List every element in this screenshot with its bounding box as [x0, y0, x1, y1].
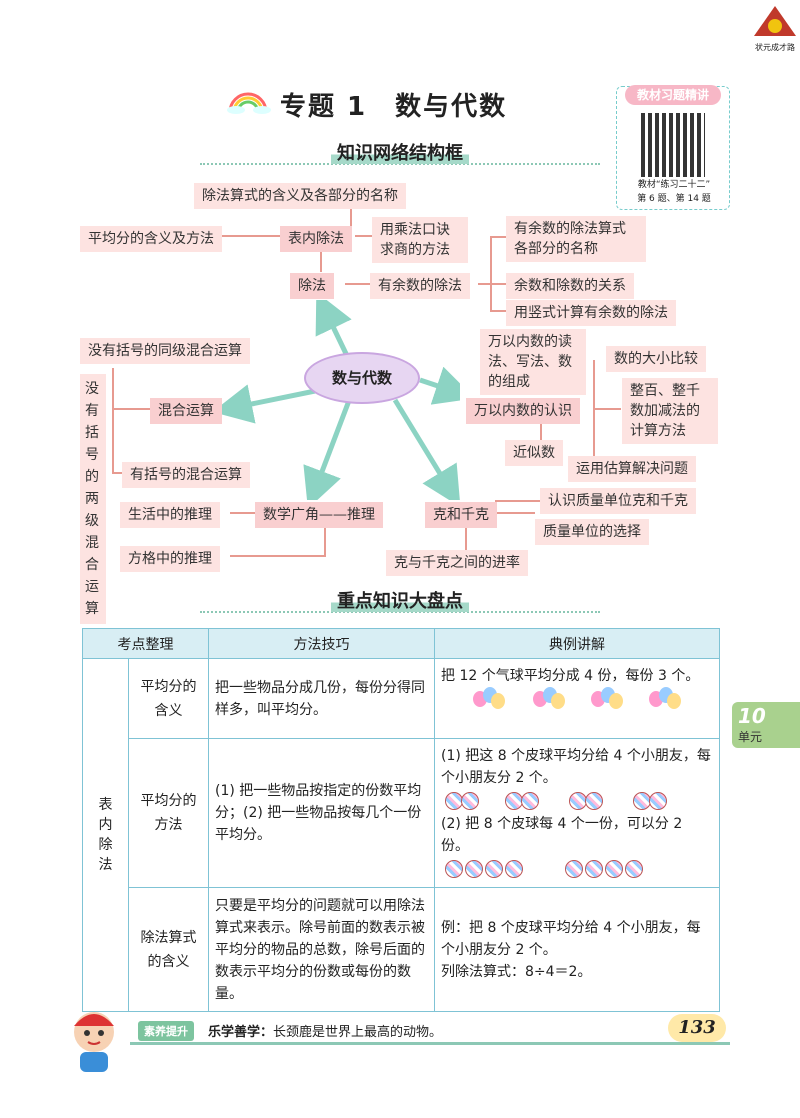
footer-badge: 素养提升: [138, 1021, 194, 1041]
logo-text: 状元成才路: [755, 43, 795, 52]
page-number: 133: [668, 1014, 726, 1042]
page-title: 专题 1 数与代数: [280, 92, 508, 122]
group-cell: 表内除法: [82, 658, 129, 1012]
col-header-topic: 考点整理: [82, 628, 209, 659]
publisher-logo: 状元成才路: [752, 4, 798, 52]
qr-code-icon[interactable]: [641, 113, 705, 177]
node-compare: 数的大小比较: [606, 346, 706, 372]
map-arrows: [220, 300, 460, 500]
row1-example-text: 把 12 个气球平均分成 4 份，每份 3 个。: [441, 668, 700, 684]
row3-topic: 除法算式的含义: [128, 887, 209, 1012]
node-mixed-brackets: 有括号的混合运算: [122, 462, 250, 488]
col-header-example: 典例讲解: [434, 628, 720, 659]
map-center: 数与代数: [304, 352, 420, 404]
row3-example: 例：把 8 个皮球平均分给 4 个小朋友，每个小朋友分 2 个。 列除法算式：8…: [434, 887, 720, 1012]
qr-title: 教材习题精讲: [625, 85, 721, 105]
node-mixed-same-level: 没有括号的同级混合运算: [80, 338, 250, 364]
section-banner-summary: 重点知识大盘点: [300, 588, 500, 616]
node-remainder-parts: 有余数的除法算式各部分的名称: [506, 216, 646, 262]
footer-rule: [130, 1042, 730, 1045]
row2-example-2: (2) 把 8 个皮球每 4 个一份，可以分 2 份。: [441, 816, 683, 854]
row3-example-2: 列除法算式：8÷4＝2。: [441, 963, 592, 980]
node-division-meaning: 除法算式的含义及各部分的名称: [194, 183, 406, 209]
node-life-reasoning: 生活中的推理: [120, 502, 220, 528]
node-grid-reasoning: 方格中的推理: [120, 546, 220, 572]
divider: [200, 163, 600, 165]
row1-method: 把一些物品分成几份，每份分得同样多，叫平均分。: [208, 658, 435, 739]
node-average-meaning: 平均分的含义及方法: [80, 226, 222, 252]
node-vertical-calc: 用竖式计算有余数的除法: [506, 300, 676, 326]
node-multiplication-rhyme: 用乘法口诀求商的方法: [372, 217, 468, 263]
node-kg-rate: 克与千克之间的进率: [386, 550, 528, 576]
row1-example: 把 12 个气球平均分成 4 份，每份 3 个。: [434, 658, 720, 739]
row3-method: 只要是平均分的问题就可以用除法算式来表示。除号前面的数表示被平均分的物品的总数，…: [208, 887, 435, 1012]
row2-example-1: (1) 把这 8 个皮球平均分给 4 个小朋友，每个小朋友分 2 个。: [441, 748, 711, 786]
footer-tip-label: 乐学善学：: [208, 1025, 274, 1040]
footer-tip: 乐学善学：长颈鹿是世界上最高的动物。: [208, 1021, 442, 1040]
balls-illustration-1: [441, 789, 713, 813]
row2-topic: 平均分的方法: [128, 738, 209, 888]
col-header-method: 方法技巧: [208, 628, 435, 659]
node-kg-choose: 质量单位的选择: [535, 519, 649, 545]
qr-caption-2: 第 6 题、第 14 题: [637, 194, 711, 204]
summary-table: 考点整理 方法技巧 典例讲解 表内除法 平均分的含义 把一些物品分成几份，每份分…: [82, 628, 720, 1012]
node-wan: 万以内数的认识: [466, 398, 580, 424]
node-math-wide-angle: 数学广角——推理: [255, 502, 383, 528]
balloons-illustration: [441, 685, 713, 729]
node-table-division: 表内除法: [280, 226, 352, 252]
divider: [200, 611, 600, 613]
node-hundreds-add: 整百、整千数加减法的计算方法: [622, 378, 718, 444]
balls-illustration-2: [441, 857, 713, 881]
footer-tip-text: 长颈鹿是世界上最高的动物。: [273, 1025, 443, 1040]
node-mixed: 混合运算: [150, 398, 222, 424]
unit-number: 10: [738, 704, 766, 728]
node-remainder-divisor: 余数和除数的关系: [506, 273, 634, 299]
row3-example-1: 例：把 8 个皮球平均分给 4 个小朋友，每个小朋友分 2 个。: [441, 919, 701, 958]
row1-topic: 平均分的含义: [128, 658, 209, 739]
node-wan-read-write: 万以内数的读法、写法、数的组成: [480, 329, 586, 395]
node-kg-units: 认识质量单位克和千克: [540, 488, 696, 514]
node-remainder-division: 有余数的除法: [370, 273, 470, 299]
node-mixed-two-level: 没有括号的两级混合运算: [80, 374, 106, 624]
mascot-icon: [74, 1012, 114, 1072]
qr-panel: 教材习题精讲 教材“练习二十二” 第 6 题、第 14 题: [616, 85, 730, 210]
logo-icon: [754, 6, 796, 36]
section-banner-map: 知识网络结构框: [300, 140, 500, 168]
qr-caption-1: 教材“练习二十二”: [637, 180, 711, 190]
row2-method: (1) 把一些物品按指定的份数平均分；(2) 把一些物品按每几个一份平均分。: [208, 738, 435, 888]
row2-example: (1) 把这 8 个皮球平均分给 4 个小朋友，每个小朋友分 2 个。 (2) …: [434, 738, 720, 888]
rainbow-icon: [227, 92, 271, 114]
unit-tab: 10 单元: [732, 702, 800, 748]
unit-label: 单元: [738, 730, 763, 744]
node-estimate: 运用估算解决问题: [568, 456, 696, 482]
node-approx: 近似数: [505, 440, 563, 466]
node-kg: 克和千克: [425, 502, 497, 528]
node-division: 除法: [290, 273, 334, 299]
